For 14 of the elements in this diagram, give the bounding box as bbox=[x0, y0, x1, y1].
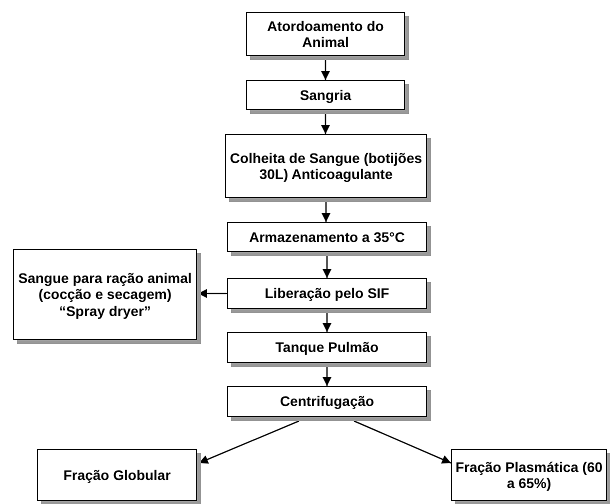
arrow bbox=[198, 420, 300, 464]
step-label: Armazenamento a 35°C bbox=[249, 228, 405, 246]
step-label: Fração Globular bbox=[63, 466, 171, 484]
process-box bbox=[451, 449, 607, 501]
step-label: Colheita de Sangue (botijões 30L) Anticoagulante bbox=[228, 150, 424, 182]
step-label: Liberação pelo SIF bbox=[264, 285, 390, 302]
arrow bbox=[354, 420, 452, 464]
step-label: Centrifugação bbox=[280, 393, 374, 410]
step-label: Sangue para ração animal (cocção e secagem) “Spray dryer” bbox=[17, 270, 193, 319]
step-label: Fração Plasmática (60 a 65%) bbox=[454, 458, 604, 492]
step-label: Atordoamento do Animal bbox=[266, 18, 385, 50]
step-label: Tanque Pulmão bbox=[275, 339, 379, 356]
arrow bbox=[198, 289, 227, 298]
step-label: Sangria bbox=[300, 86, 352, 104]
